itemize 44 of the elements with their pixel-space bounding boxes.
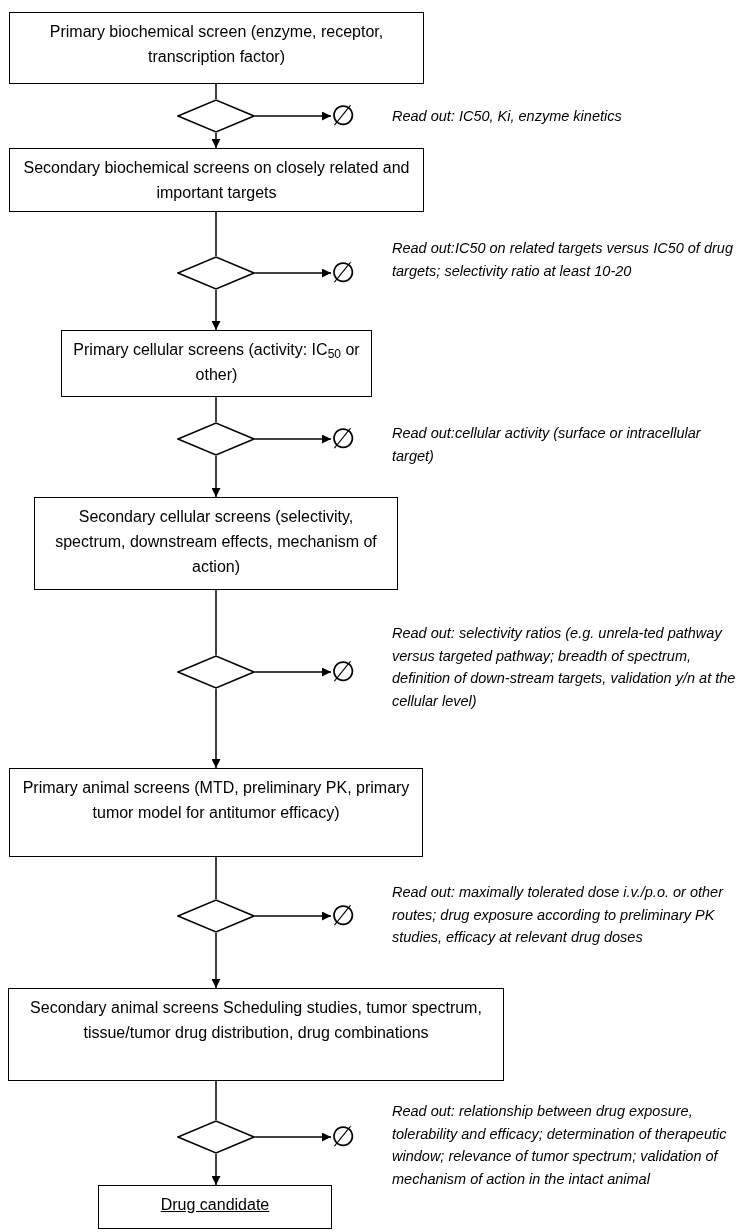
arrow — [211, 289, 221, 331]
box-text: Secondary animal screens Scheduling studies, tumor spectrum, tissue/tumor drug distribution, drug combinations — [29, 998, 483, 1043]
decision-diamond — [177, 99, 255, 133]
empty-set-symbol: ∅ — [331, 657, 355, 687]
box-text: Primary biochemical screen (enzyme, receptor, transcription factor) — [48, 22, 385, 67]
box-text: Primary cellular screens (activity: IC$_{50}$ or other) — [72, 340, 361, 385]
decision-diamond — [177, 422, 255, 456]
box-text: Secondary cellular screens (selectivity, spectrum, downstream effects, mechanism of action) — [54, 507, 378, 577]
readout-note: Read out: relationship between drug exposure, tolerability and efficacy; determination of therapeutic window; relevance of tumor spectrum; validation of mechanism of action in the intact animal — [392, 1102, 728, 1189]
arrow — [211, 932, 221, 989]
arrow — [254, 434, 332, 444]
empty-set-symbol: ∅ — [331, 424, 355, 454]
readout-note: Read out: IC50, Ki, enzyme kinetics — [392, 107, 623, 126]
decision-diamond — [177, 655, 255, 689]
arrow — [254, 111, 332, 121]
process-box — [9, 768, 423, 857]
box-text: Primary animal screens (MTD, preliminary PK, primary tumor model for antitumor efficacy) — [21, 778, 411, 823]
readout-note: Read out:cellular activity (surface or intracellular target) — [392, 424, 702, 466]
box-text: Secondary biochemical screens on closely related and important targets — [22, 158, 411, 203]
arrow — [211, 688, 221, 769]
process-box — [9, 12, 424, 84]
result-box — [98, 1185, 332, 1229]
empty-set-symbol: ∅ — [331, 258, 355, 288]
process-box — [9, 148, 424, 212]
readout-note: Read out: maximally tolerated dose i.v./p.o. or other routes; drug exposure according to preliminary PK studies, efficacy at relevant drug doses — [392, 883, 725, 947]
arrow — [254, 667, 332, 677]
arrow — [211, 455, 221, 498]
decision-diamond — [177, 1120, 255, 1154]
readout-note: Read out:IC50 on related targets versus IC50 of drug targets; selectivity ratio at least 10-20 — [392, 239, 734, 281]
arrow — [211, 1153, 221, 1186]
readout-note: Read out: selectivity ratios (e.g. unrela-ted pathway versus targeted pathway; breadth of spectrum, definition of down-stream targets, validation y/n at the cellular level) — [392, 624, 737, 711]
decision-diamond — [177, 899, 255, 933]
empty-set-symbol: ∅ — [331, 101, 355, 131]
empty-set-symbol: ∅ — [331, 1122, 355, 1152]
process-box — [34, 497, 398, 590]
decision-diamond — [177, 256, 255, 290]
process-box — [8, 988, 504, 1081]
process-box — [61, 330, 372, 397]
arrow — [254, 268, 332, 278]
arrow — [254, 1132, 332, 1142]
arrow — [254, 911, 332, 921]
box-text: Drug candidate — [160, 1195, 270, 1215]
arrow — [211, 132, 221, 149]
empty-set-symbol: ∅ — [331, 901, 355, 931]
